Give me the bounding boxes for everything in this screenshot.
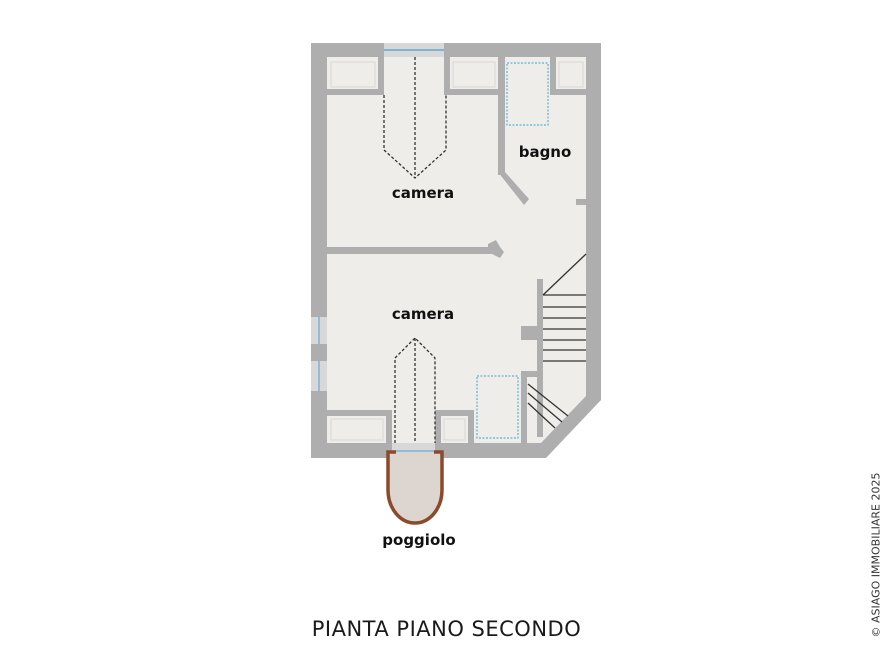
room-label-poggiolo: poggiolo [382,531,455,549]
niches [330,61,584,441]
copyright-notice: © ASIAGO IMMOBILIARE 2025 [869,472,883,638]
dashed-projections [383,57,447,443]
staircase [527,253,587,429]
room-label-camera-top: camera [392,184,454,202]
plan-title: PIANTA PIANO SECONDO [311,617,582,641]
top-window [384,43,444,95]
balcony-opening [392,410,435,458]
balcony [386,450,444,525]
interior-walls [327,57,586,443]
left-windows [311,317,327,391]
room-label-bagno: bagno [519,143,572,161]
fixtures [476,62,549,439]
room-label-camera-bottom: camera [392,305,454,323]
